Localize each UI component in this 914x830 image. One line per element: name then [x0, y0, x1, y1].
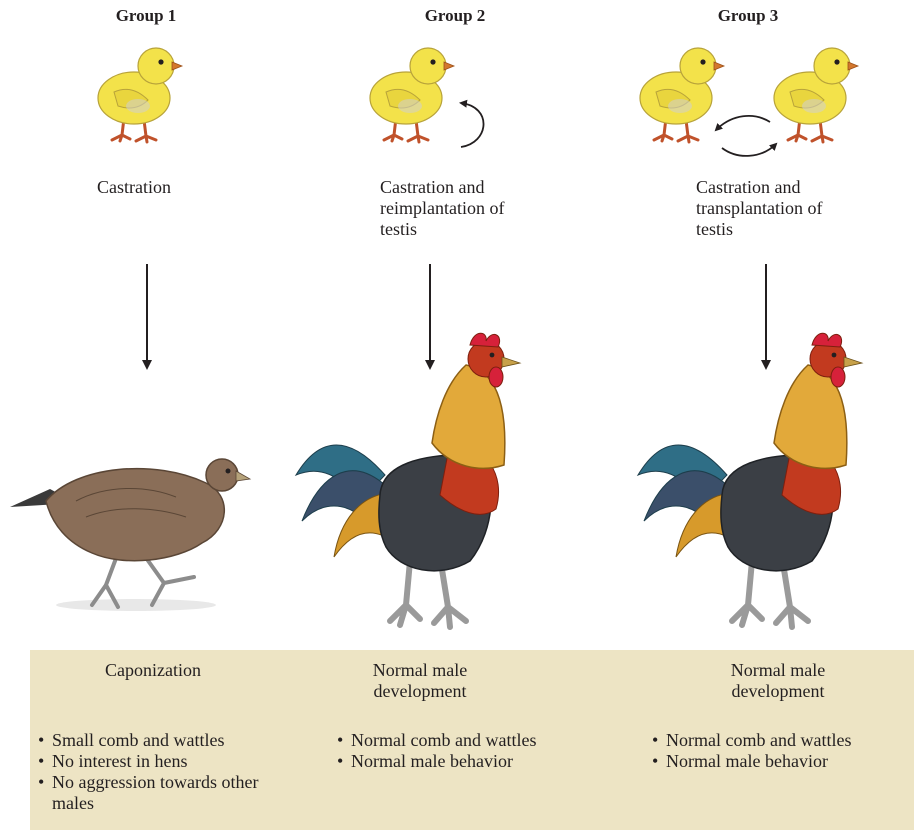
effect-item: Normal comb and wattles	[337, 730, 607, 751]
effects-list: Normal comb and wattles Normal male beha…	[337, 730, 607, 772]
effect-item: Normal male behavior	[652, 751, 914, 772]
group-1-title: Group 1	[46, 6, 246, 26]
effect-item: Normal comb and wattles	[652, 730, 914, 751]
curved-arrow-icon	[445, 95, 495, 155]
chick-icon	[356, 40, 456, 145]
effects-list: Normal comb and wattles Normal male beha…	[652, 730, 914, 772]
chick-icon	[84, 40, 184, 145]
outcome-label: Caponization	[43, 660, 263, 681]
rooster-icon	[290, 325, 530, 640]
group-2-title: Group 2	[355, 6, 555, 26]
effect-item: Small comb and wattles	[38, 730, 298, 751]
procedure-text: Castration	[97, 177, 247, 198]
effect-item: Normal male behavior	[337, 751, 607, 772]
swap-arrows-icon	[708, 110, 788, 165]
outcome-label: Normal male development	[340, 660, 500, 702]
effects-list: Small comb and wattles No interest in he…	[38, 730, 298, 814]
group-3-title: Group 3	[648, 6, 848, 26]
effect-item: No aggression towards other males	[38, 772, 298, 814]
outcome-label: Normal male development	[698, 660, 858, 702]
procedure-text: Castration and transplantation of testis	[696, 177, 856, 240]
rooster-icon	[632, 325, 872, 640]
procedure-text: Castration and reimplantation of testis	[380, 177, 530, 240]
effect-item: No interest in hens	[38, 751, 298, 772]
down-arrow-icon	[127, 262, 167, 372]
capon-icon	[6, 445, 256, 620]
